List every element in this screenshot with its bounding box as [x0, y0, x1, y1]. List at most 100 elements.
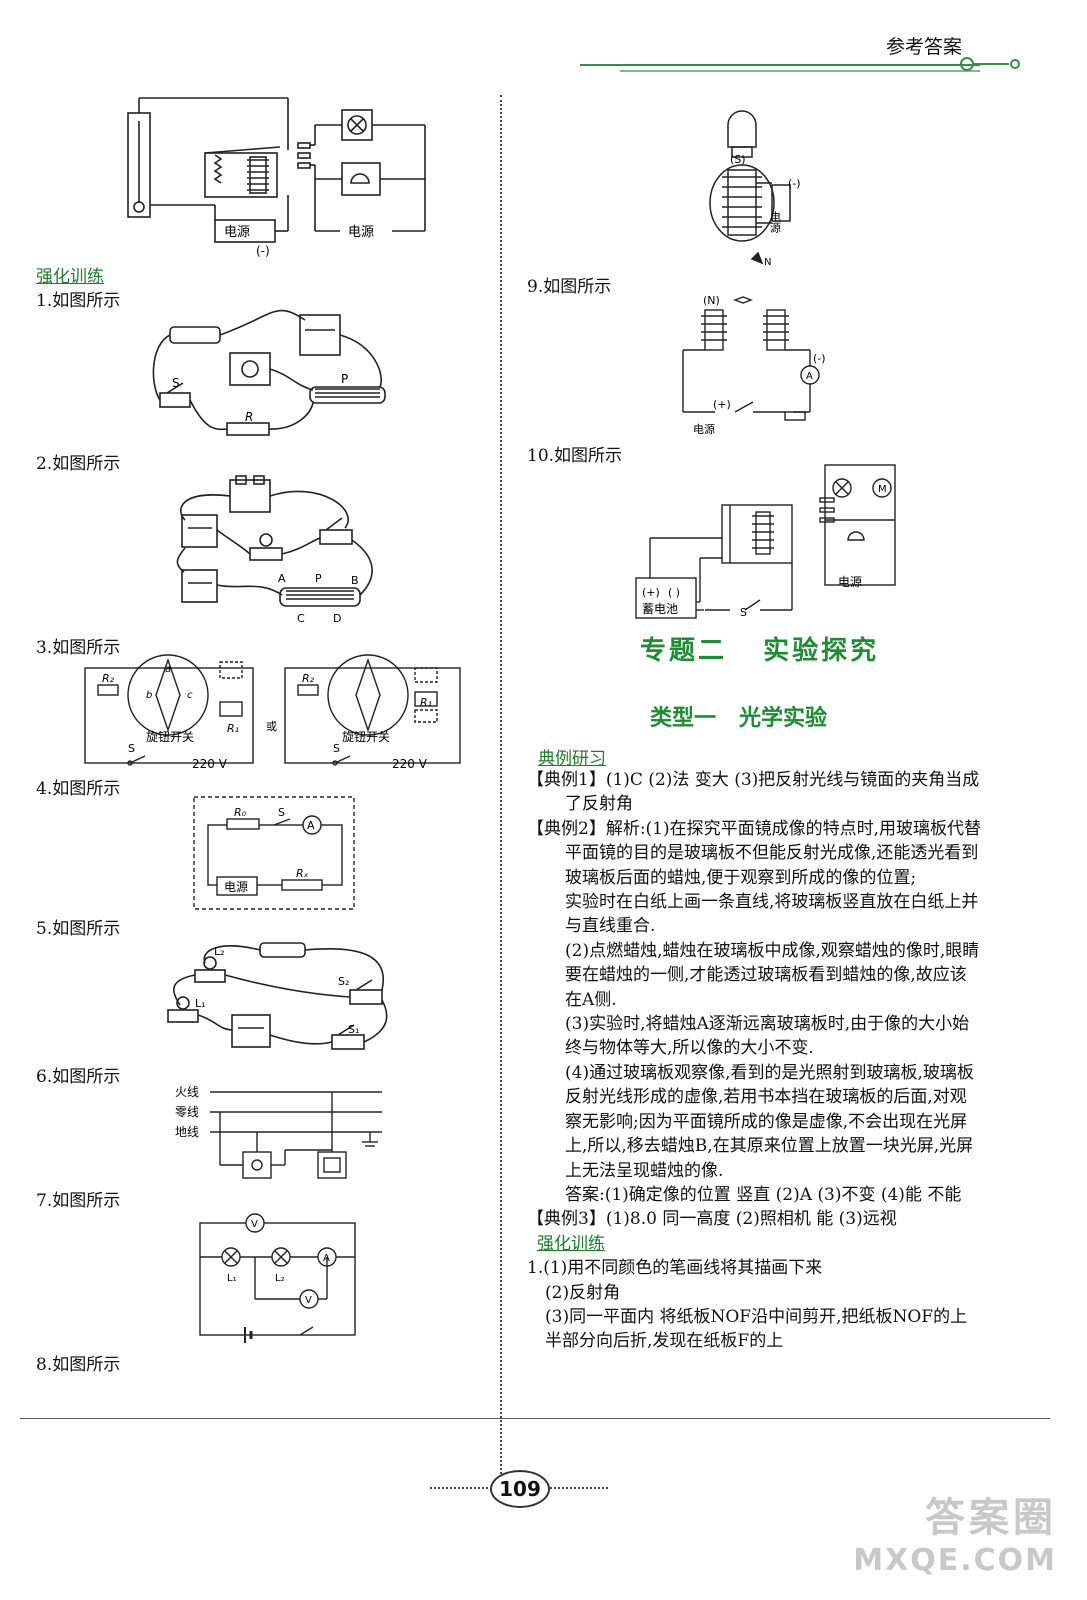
example-2-p2: 实验时在白纸上画一条直线,将玻璃板竖直放在白纸上并与直线重合.: [565, 892, 979, 937]
fig4-power: 电源: [224, 880, 248, 894]
answer-1-2: (2)反射角: [545, 1282, 621, 1303]
fig3-R1-alt: R₁: [420, 696, 432, 709]
header-title: 参考答案: [885, 36, 962, 58]
fig7-A: A: [323, 1253, 330, 1264]
footer-dots-right: [550, 1487, 608, 1489]
fig-electromagnet-top: (S) (-) 电源 N: [709, 110, 801, 268]
fig3-S-alt: S: [333, 742, 340, 755]
fig9-A: A: [806, 371, 813, 382]
column-divider: [500, 95, 502, 1490]
fig3-voltage: 220 V: [192, 757, 228, 771]
fig2-B: B: [351, 574, 359, 587]
fig2-P: P: [315, 572, 322, 585]
page-number: 109: [490, 1470, 550, 1508]
fig3-c: c: [187, 690, 193, 701]
fig10-S: S: [740, 606, 747, 619]
example-2-p4: (3)实验时,将蜡烛A逐渐远离玻璃板时,由于像的大小始终与物体等大,所以像的大小…: [565, 1014, 970, 1059]
header-rule-2: [620, 70, 980, 72]
example-3: 【典例3】(1)8.0 同一高度 (2)照相机 能 (3)远视: [527, 1209, 897, 1230]
fig1-P: P: [341, 372, 348, 386]
fig-4-circuit: R₀ S A 电源 Rₓ: [193, 796, 355, 910]
fig5-L2: L₂: [214, 945, 225, 958]
example-2: 【典例2】解析:(1)在探究平面镜成像的特点时,用玻璃板代替平面镜的目的是玻璃板…: [527, 818, 982, 888]
fig-top-power-right-label: 电源: [769, 211, 782, 234]
fig3-b: b: [146, 690, 152, 701]
example-2-p3: (2)点燃蜡烛,蜡烛在玻璃板中成像,观察蜡烛的像时,眼睛要在蜡烛的一侧,才能透过…: [565, 940, 980, 1010]
answer-1-3: (3)同一平面内 将纸板NOF沿中间剪开,把纸板NOF的上半部分向后折,发现在纸…: [545, 1306, 968, 1352]
fig3-R1: R₁: [227, 722, 239, 735]
fig5-S1: S₁: [348, 1023, 359, 1036]
fig1-S: S: [172, 376, 180, 390]
answer-1: 1.(1)用不同颜色的笔画线将其描画下来: [527, 1258, 823, 1279]
fig-top-power-right: 电源: [348, 225, 374, 240]
item-2: 2.如图所示: [36, 454, 121, 474]
fig9-neg: (-): [813, 352, 826, 365]
fig-10-relay-motor: (+) ( ) 蓄电池 S 电源 M: [635, 464, 896, 619]
fig2-D: D: [333, 612, 341, 625]
item-3: 3.如图所示: [36, 638, 121, 658]
fig4-A: A: [307, 819, 315, 832]
fig-top-power-left: 电源: [224, 225, 250, 240]
fig4-Rx: Rₓ: [296, 867, 309, 880]
fig3-switch-label: 旋钮开关: [146, 729, 194, 744]
item-1: 1.如图所示: [36, 291, 121, 311]
fig2-A: A: [278, 572, 286, 585]
fig9-N: (N): [703, 294, 720, 307]
right-text-block: 【典例1】(1)C (2)法 变大 (3)把反射光线与镜面的夹角当成了反射角 【…: [527, 768, 982, 1354]
fig10-power: 电源: [838, 575, 862, 589]
fig3-switch-label-alt: 旋钮开关: [342, 729, 390, 744]
example-2-p5: (4)通过玻璃板观察像,看到的是光照射到玻璃板,玻璃板反射光线形成的虚像,若用书…: [565, 1062, 974, 1181]
footer-dots-left: [430, 1487, 488, 1489]
fig3-or: 或: [266, 720, 277, 733]
right-section-label-2: 强化训练: [537, 1233, 605, 1254]
fig2-C: C: [297, 612, 305, 625]
example-2-answer: 答案:(1)确定像的位置 竖直 (2)A (3)不变 (4)能 不能: [565, 1184, 962, 1205]
fig-5-physical-circuit: L₂ L₁ S₂ S₁: [167, 942, 388, 1050]
fig6-neutral: 零线: [175, 1105, 199, 1119]
fig9-pos: (+): [713, 398, 731, 411]
fig-1-physical-circuit: S R P: [152, 309, 386, 436]
fig-3-rotary-switch: R₂ R₁ a b c 旋钮开关 S 220 V 或 R₂ R₁ 旋钮开关 S …: [84, 654, 461, 771]
item-5: 5.如图所示: [36, 919, 121, 939]
item-9: 9.如图所示: [527, 277, 612, 297]
item-6: 6.如图所示: [36, 1067, 121, 1087]
type-title: 类型一 光学实验: [650, 705, 827, 731]
fig10-battery: 蓄电池: [642, 602, 678, 616]
fig-top-neg-right: (-): [788, 177, 801, 190]
fig10-blank: ( ): [668, 586, 680, 599]
fig10-M: M: [878, 484, 887, 495]
fig-top-N: N: [764, 257, 771, 268]
fig-relay-left: 电源 (-) 电源: [127, 97, 426, 258]
fig7-L2: L₂: [275, 1273, 285, 1284]
topic-title: 专题二 实验探究: [640, 636, 880, 666]
fig-6-household-wiring: 火线 零线 地线: [175, 1085, 382, 1179]
watermark: 答案圈 MXQE.COM: [853, 1485, 1057, 1578]
fig7-V-top: V: [251, 1219, 258, 1230]
fig7-V-bottom: V: [305, 1295, 312, 1306]
watermark-line1: 答案圈: [925, 1495, 1057, 1541]
fig5-S2: S₂: [338, 975, 349, 988]
fig9-power: 电源: [693, 422, 715, 436]
item-10: 10.如图所示: [527, 446, 623, 466]
item-7: 7.如图所示: [36, 1191, 121, 1211]
fig3-R2: R₂: [102, 672, 115, 685]
fig7-L1: L₁: [227, 1273, 237, 1284]
watermark-line2: MXQE.COM: [853, 1543, 1057, 1578]
header-rule: [580, 64, 980, 66]
fig-7-series-circuit: V A V L₁ L₂: [199, 1213, 356, 1343]
example-1: 【典例1】(1)C (2)法 变大 (3)把反射光线与镜面的夹角当成了反射角: [527, 770, 980, 815]
fig-top-S: (S): [730, 153, 746, 166]
header-ornament: [960, 57, 1020, 71]
left-section-label: 强化训练: [36, 267, 104, 287]
fig-9-electromagnets: (N) (-) A (+) 电源: [682, 294, 826, 436]
fig3-S: S: [128, 742, 135, 755]
fig3-a: a: [165, 664, 171, 675]
fig-2-physical-circuit: A P B C D: [176, 475, 373, 625]
fig1-R: R: [245, 410, 253, 424]
fig6-ground: 地线: [175, 1125, 199, 1139]
fig3-R2-alt: R₂: [302, 672, 315, 685]
fig4-R0: R₀: [234, 806, 247, 819]
fig4-S: S: [278, 806, 285, 819]
fig10-pos: (+): [642, 586, 660, 599]
fig5-L1: L₁: [195, 997, 206, 1010]
